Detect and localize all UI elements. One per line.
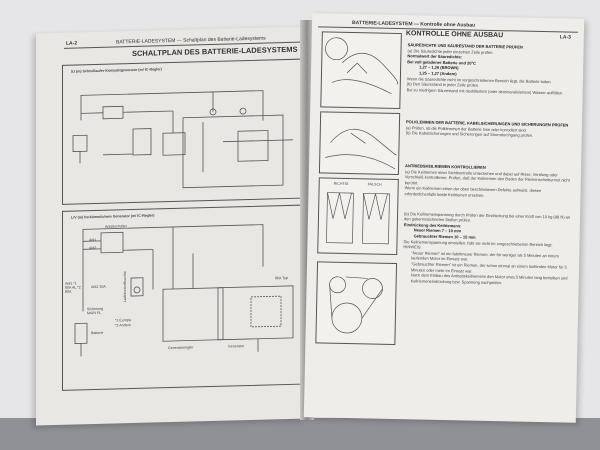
left-page: LA-2 BATTERIE-LADESYSTEM — Schaltplan de… <box>36 26 308 426</box>
fuse-am2-label: AM2 30A <box>91 284 106 290</box>
page-title: SCHALTPLAN DES BATTERIE-LADESYSTEMS <box>132 44 298 59</box>
belt-comparison-figure: RICHTIG FALSCH <box>317 177 399 256</box>
text-line: Wenn ein Keilriemen einen der oben besch… <box>404 185 542 198</box>
generator-label: Generator <box>228 344 245 349</box>
lamp-label: Ladekontrollleuchte <box>123 271 127 303</box>
schematic-1 <box>72 90 293 189</box>
page-title: KONTROLLE OHNE AUSBAU <box>405 30 504 40</box>
right-page: BATTERIE-LADESYSTEM — Kontrolle ohne Aus… <box>303 13 585 423</box>
section-3: ANTRIEBSKEILRIEMEN KONTROLLIEREN (a) Die… <box>403 163 573 287</box>
spec-value: 1,25 – 1,27 (Andere) <box>418 70 457 77</box>
am2-label: AM2 <box>89 245 97 251</box>
type-label: 80A Typ <box>275 275 288 281</box>
engine-illustration-2 <box>318 111 401 176</box>
main-fuse-label: Sicherung MAIN FL <box>87 306 104 316</box>
footnote-1: *1 Europa <box>115 318 131 323</box>
engine-illustration-1 <box>320 31 402 110</box>
section-1: SÄUREDICHTE UND SÄURESTAND DER BATTERIE … <box>407 42 576 96</box>
hint-item: Nach dem Einbau des Antriebskeilriemens … <box>410 272 568 285</box>
page-number: LA-3 <box>559 34 571 41</box>
diagram-2: L/V (m) herkömmlichem Generator (m/ IC-R… <box>62 204 304 391</box>
fuse-am1-label: AM1 *1 80A AL *2 80A <box>65 281 81 294</box>
footnote-2: *2 Andere <box>115 323 131 328</box>
regulator-label: Generatorregler <box>168 345 194 351</box>
section-2: POLKLEMMEN DER BATTERIE, KABELSICHERUNGE… <box>406 119 574 139</box>
diagram-1: 5J (m) Schnellaufer-Kompaktgenerator (m/… <box>62 58 304 205</box>
battery-label: Batterie <box>91 330 104 336</box>
switch-label: Anlaßschalter <box>105 224 127 229</box>
pulley-illustration <box>315 261 398 346</box>
page-number: LA-2 <box>66 40 78 47</box>
schematic-2 <box>74 224 294 357</box>
am1-label: AM1 <box>89 237 97 243</box>
